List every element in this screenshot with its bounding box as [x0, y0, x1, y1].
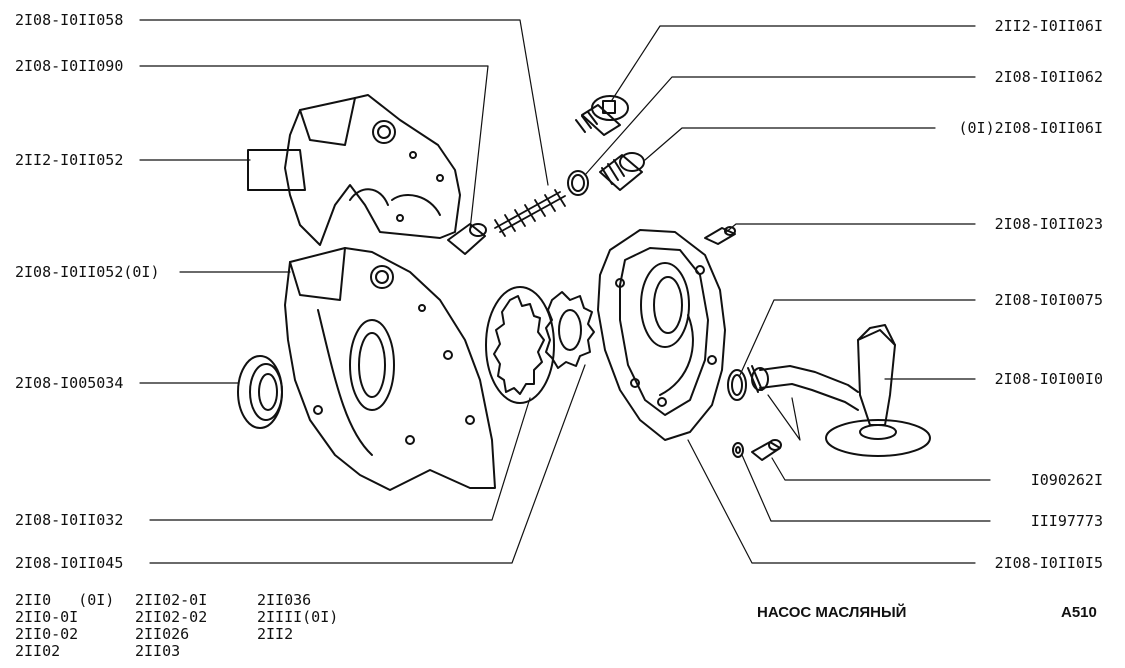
label-2I08-I005034: 2I08-I005034	[15, 374, 124, 392]
leader-2I08-I0II032	[149, 397, 531, 521]
label-2I08-I0I00I0: 2I08-I0I00I0	[994, 370, 1103, 388]
leader-2II2-I0II06I	[611, 25, 976, 101]
leader-2I08-I0II023	[724, 223, 976, 234]
diagram-code: A510	[1061, 604, 1097, 621]
label-2I08-I0II090: 2I08-I0II090	[15, 57, 124, 75]
model-list-col2: 2II02-0I 2II02-02 2II026 2II03	[135, 592, 207, 660]
leader-0I-2I08-I0II06I	[644, 127, 936, 161]
label-2I08-I0II032: 2I08-I0II032	[15, 511, 124, 529]
o-ring-shape	[727, 369, 747, 401]
model-item: 2II0-0I	[15, 608, 79, 626]
model-item: 2IIII(0I)	[257, 608, 339, 626]
label-2I08-I0II045: 2I08-I0II045	[15, 554, 124, 572]
lower-housing-shape	[284, 247, 496, 491]
model-item: 2II0 (0I)	[15, 591, 115, 609]
label-2I08-I0II052-0I: 2I08-I0II052(0I)	[15, 263, 160, 281]
plunger-shape	[447, 223, 487, 255]
inner-gear-shape	[545, 291, 595, 369]
model-item: 2II02-02	[135, 608, 208, 626]
outer-rotor-shape	[485, 286, 555, 404]
leader-2I08-I0II090	[139, 65, 489, 231]
small-washer-shape	[732, 442, 744, 458]
label-2II2-I0II06I: 2II2-I0II06I	[994, 17, 1103, 35]
label-I090262I: I090262I	[1030, 471, 1103, 489]
model-item: 2II2	[257, 625, 294, 643]
screw-shape	[704, 226, 736, 245]
label-2I08-I0II062: 2I08-I0II062	[994, 68, 1103, 86]
spring-shape	[494, 189, 566, 237]
plug-mid-shape	[599, 152, 645, 191]
label-2II2-I0II052: 2II2-I0II052	[15, 151, 124, 169]
model-list-col3: 2II036 2IIII(0I) 2II2	[257, 592, 338, 643]
model-item: 2II03	[135, 642, 181, 660]
leader-2I08-I0II045	[149, 364, 586, 564]
leader-2I08-I0II058	[139, 19, 549, 186]
model-list-col1: 2II0 (0I) 2II0-0I 2II0-02 2II02	[15, 592, 114, 660]
washer-shape	[567, 170, 589, 196]
pickup-tube-shape	[747, 324, 931, 457]
label-0I-2I08-I0II06I: (0I)2I08-I0II06I	[958, 119, 1104, 137]
model-item: 2II0-02	[15, 625, 79, 643]
leader-bracket	[767, 394, 801, 441]
model-item: 2II036	[257, 591, 312, 609]
label-2I08-I0II0I5: 2I08-I0II0I5	[994, 554, 1103, 572]
label-2I08-I0II023: 2I08-I0II023	[994, 215, 1103, 233]
plug-top-shape	[575, 95, 629, 136]
model-item: 2II02	[15, 642, 61, 660]
diagram-title: НАСОС МАСЛЯНЫЙ	[757, 604, 907, 621]
leader-I090262I	[771, 457, 991, 481]
label-2I08-I0II058: 2I08-I0II058	[15, 11, 124, 29]
oil-seal-shape	[237, 355, 283, 429]
upper-housing-shape	[247, 94, 461, 246]
leader-III97773	[741, 454, 991, 522]
label-2I08-I0I0075: 2I08-I0I0075	[994, 291, 1103, 309]
leader-2I08-I0II062	[584, 76, 976, 176]
bolt-shape	[751, 439, 782, 461]
leader-2I08-I0II0I5	[687, 439, 976, 564]
label-III97773: III97773	[1030, 512, 1103, 530]
leader-lines	[139, 19, 991, 564]
model-item: 2II026	[135, 625, 190, 643]
pump-cover-shape	[597, 229, 726, 441]
model-item: 2II02-0I	[135, 591, 208, 609]
leader-2I08-I0I0075	[739, 299, 976, 376]
